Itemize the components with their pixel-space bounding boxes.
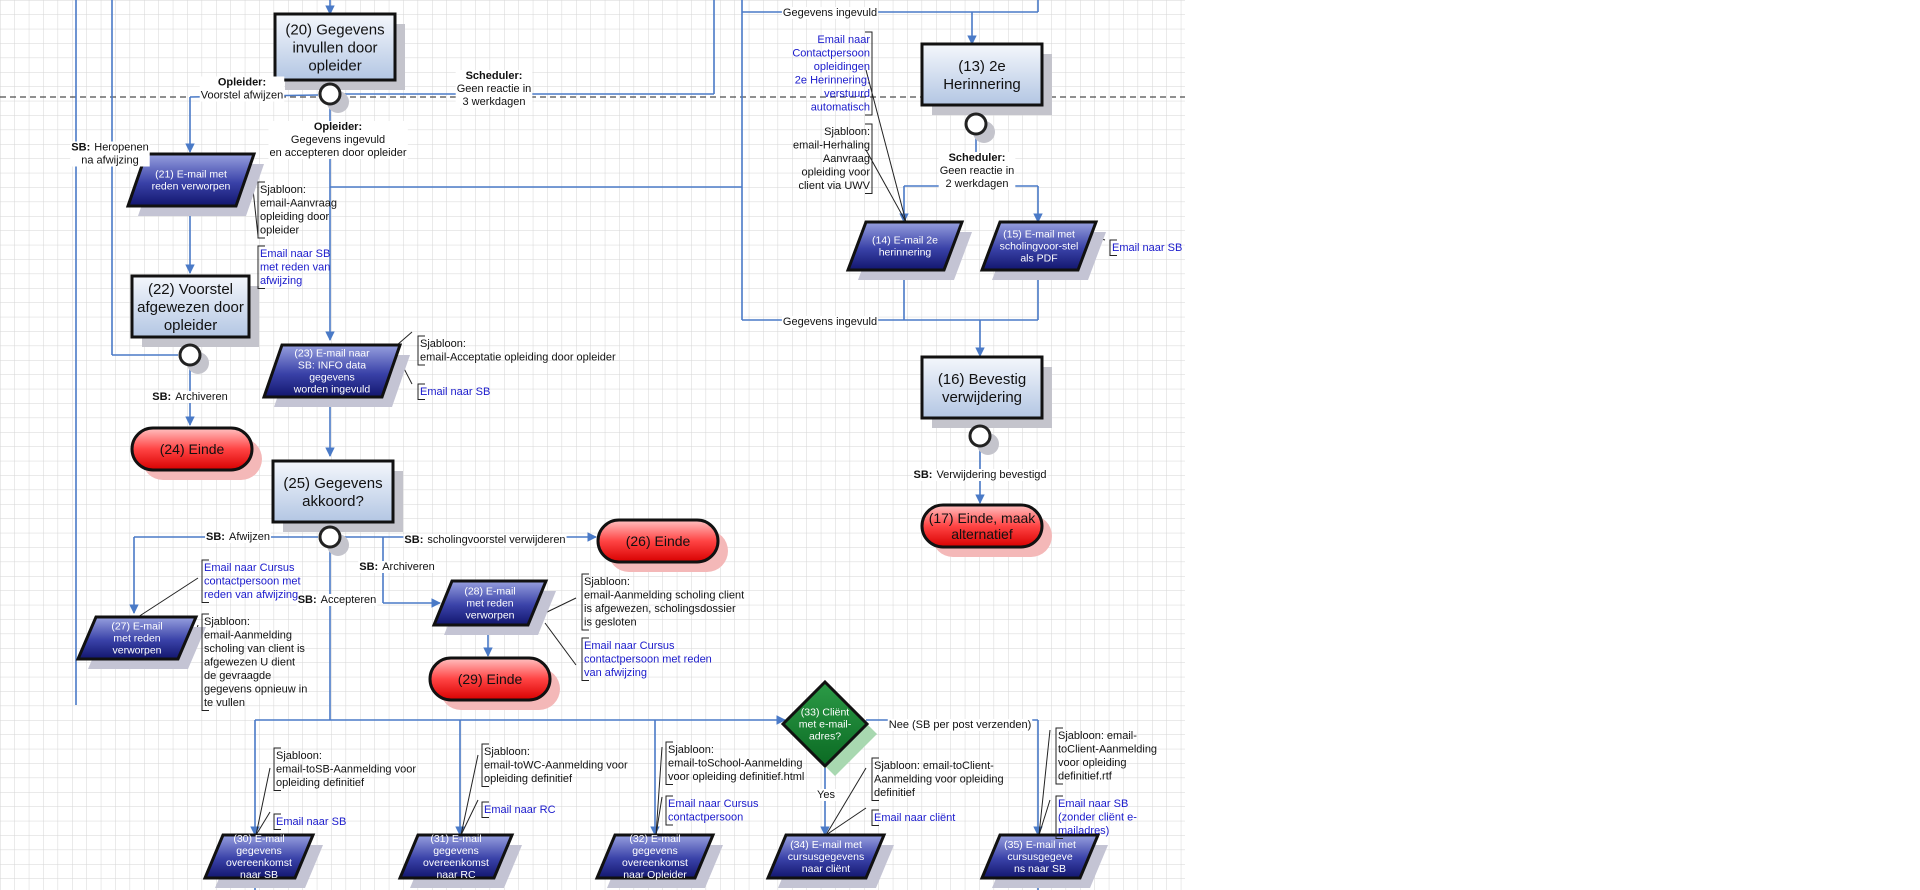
process-box-20[interactable] xyxy=(273,12,397,82)
email-14[interactable] xyxy=(845,220,965,272)
label-lb_sb_arch2: SB:Archiveren xyxy=(359,561,435,573)
end-24-label: (24) Einde xyxy=(160,441,225,457)
note-n_rc31: Email naar RC xyxy=(484,804,556,816)
note-n_blue35: Email naar SB(zonder cliënt e-mailadres) xyxy=(1058,798,1137,837)
email-23[interactable] xyxy=(261,343,403,399)
note-leaders xyxy=(137,69,1106,836)
label-lb_opl1: Opleider:Voorstel afwijzen xyxy=(201,77,284,102)
note-n_sj34: Sjabloon: email-toClient-Aanmelding voor… xyxy=(874,760,1004,799)
end-17[interactable] xyxy=(920,503,1044,549)
note-n_sb30: Email naar SB xyxy=(276,816,346,828)
junction-25[interactable] xyxy=(318,525,342,549)
end-29-label: (29) Einde xyxy=(458,671,523,687)
process-box-16[interactable] xyxy=(920,355,1044,420)
process-box-22[interactable] xyxy=(130,274,251,339)
email-27[interactable] xyxy=(75,615,199,661)
label-lb_sb_schol: SB:scholingvoorstel verwijderen xyxy=(404,534,565,546)
process-box-13[interactable] xyxy=(920,42,1044,107)
label-lb_gi_top: Gegevens ingevuld xyxy=(783,7,877,19)
email-15[interactable] xyxy=(979,220,1099,272)
label-lb_nee: Nee (SB per post verzenden) xyxy=(889,719,1031,731)
note-n_blue34: Email naar cliënt xyxy=(874,812,955,824)
end-26-label: (26) Einde xyxy=(626,533,691,549)
email-35[interactable] xyxy=(979,833,1101,880)
email-30[interactable] xyxy=(202,833,316,880)
junction-22[interactable] xyxy=(178,343,202,367)
note-n_sj28: Sjabloon:email-Aanmelding scholing clien… xyxy=(584,576,744,629)
email-31[interactable] xyxy=(397,833,515,880)
email-32[interactable] xyxy=(594,833,716,880)
label-lb_sb_afw: SB:Afwijzen xyxy=(206,531,270,543)
note-n_sb15: Email naar SB xyxy=(1112,242,1182,254)
email-34[interactable] xyxy=(765,833,887,880)
junction-13[interactable] xyxy=(964,112,988,136)
end-26[interactable] xyxy=(596,518,720,564)
label-lb_sb_acc: SB:Accepteren xyxy=(298,594,377,606)
email-21[interactable] xyxy=(125,152,257,208)
decision-33[interactable] xyxy=(780,679,870,769)
email-28[interactable] xyxy=(431,579,549,627)
junction-16[interactable] xyxy=(968,424,992,448)
note-n_sb23: Email naar SB xyxy=(420,386,490,398)
end-24[interactable] xyxy=(130,426,254,472)
note-n_sj23: Sjabloon:email-Acceptatie opleiding door… xyxy=(420,338,616,364)
label-lb_gi_bottom: Gegevens ingevuld xyxy=(783,316,877,328)
label-lb_sb_verw: SB:Verwijdering bevestigd xyxy=(913,469,1046,481)
label-lb_yes: Yes xyxy=(817,789,835,801)
process-box-25[interactable] xyxy=(271,459,395,524)
junction-20[interactable] xyxy=(318,82,342,106)
label-lb_sb_arch1: SB:Archiveren xyxy=(152,391,228,403)
end-29[interactable] xyxy=(428,656,552,702)
